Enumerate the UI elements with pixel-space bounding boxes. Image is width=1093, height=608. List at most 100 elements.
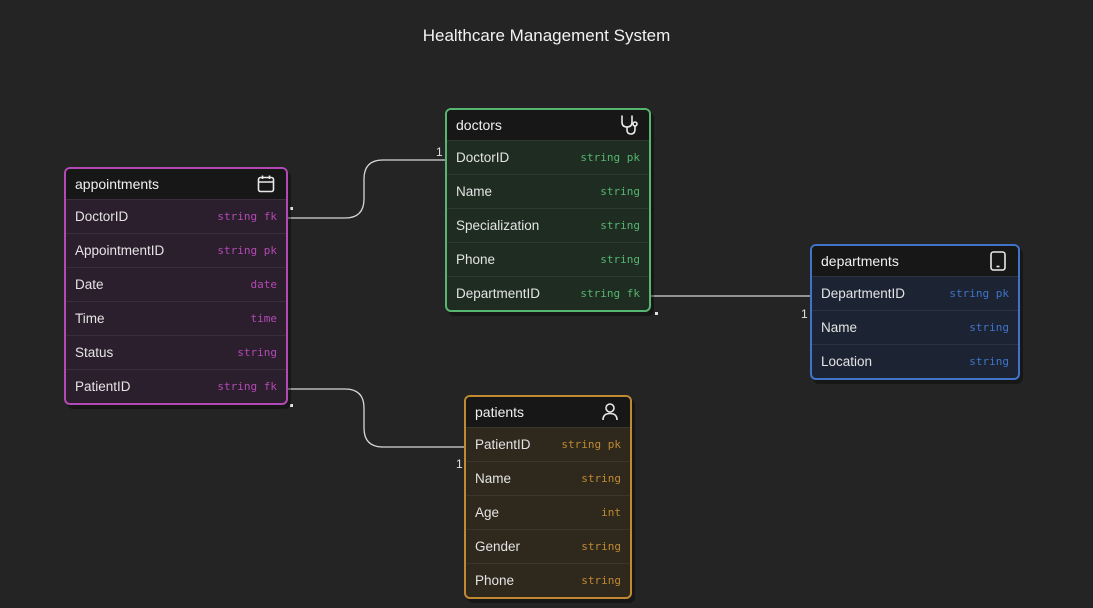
field-row-appointmentid[interactable]: AppointmentID string pk — [66, 233, 286, 267]
field-row-phone[interactable]: Phone string — [466, 563, 630, 597]
field-type: string — [581, 472, 621, 485]
field-name: Status — [75, 345, 114, 360]
field-type-name: time — [250, 312, 278, 325]
field-type-name: string — [217, 210, 258, 223]
many-marker-doctors-departments — [655, 312, 658, 315]
calendar-icon — [255, 173, 277, 195]
entity-name: appointments — [75, 176, 160, 192]
field-row-location[interactable]: Location string — [812, 344, 1018, 378]
field-name: Location — [821, 354, 873, 369]
field-name: Time — [75, 311, 105, 326]
field-type: string — [600, 185, 640, 198]
field-type-name: date — [250, 278, 278, 291]
field-key: pk — [263, 244, 277, 257]
field-key: fk — [626, 287, 640, 300]
field-key: pk — [995, 287, 1009, 300]
field-type: string — [969, 321, 1009, 334]
stethoscope-icon — [618, 114, 640, 136]
field-type: string pk — [217, 244, 277, 257]
field-type: string — [600, 253, 640, 266]
field-name: DepartmentID — [456, 286, 541, 301]
field-key: fk — [263, 380, 277, 393]
field-type: string — [237, 346, 277, 359]
diagram-title: Healthcare Management System — [422, 26, 671, 45]
field-type-name: string — [600, 253, 640, 266]
field-type: string pk — [580, 151, 640, 164]
field-type-name: string — [217, 380, 258, 393]
field-type-name: string — [580, 151, 621, 164]
field-type-name: string — [581, 540, 621, 553]
field-name: Phone — [456, 252, 496, 267]
field-row-departmentid[interactable]: DepartmentID string fk — [447, 276, 649, 310]
field-row-phone[interactable]: Phone string — [447, 242, 649, 276]
field-type: string — [581, 540, 621, 553]
field-type: string fk — [217, 210, 277, 223]
field-type: string — [581, 574, 621, 587]
field-key: pk — [626, 151, 640, 164]
entity-name: departments — [821, 253, 899, 269]
field-row-time[interactable]: Time time — [66, 301, 286, 335]
field-name: DepartmentID — [821, 286, 906, 301]
field-type: string fk — [217, 380, 277, 393]
field-name: Phone — [475, 573, 515, 588]
field-name: Date — [75, 277, 104, 292]
field-type-name: string — [581, 472, 621, 485]
field-row-doctorid[interactable]: DoctorID string pk — [447, 140, 649, 174]
connector-appointments-patients — [282, 388, 467, 448]
field-row-departmentid[interactable]: DepartmentID string pk — [812, 276, 1018, 310]
field-name: DoctorID — [75, 209, 129, 224]
field-name: DoctorID — [456, 150, 510, 165]
field-type-name: string — [600, 185, 640, 198]
field-type-name: string — [580, 287, 621, 300]
entity-name: doctors — [456, 117, 502, 133]
many-marker-appointments-doctors — [290, 207, 293, 210]
field-key: fk — [263, 210, 277, 223]
field-row-status[interactable]: Status string — [66, 335, 286, 369]
field-name: AppointmentID — [75, 243, 165, 258]
field-type-name: string — [600, 219, 640, 232]
entity-header: departments — [812, 246, 1018, 276]
field-row-gender[interactable]: Gender string — [466, 529, 630, 563]
field-name: Name — [475, 471, 512, 486]
field-row-name[interactable]: Name string — [812, 310, 1018, 344]
entity-name: patients — [475, 404, 525, 420]
field-type-name: int — [601, 506, 621, 519]
field-type-name: string — [969, 355, 1009, 368]
entity-header: doctors — [447, 110, 649, 140]
field-row-specialization[interactable]: Specialization string — [447, 208, 649, 242]
field-type-name: string — [561, 438, 602, 451]
field-type-name: string — [237, 346, 277, 359]
field-type: string pk — [561, 438, 621, 451]
field-name: Name — [821, 320, 858, 335]
field-type-name: string — [949, 287, 990, 300]
field-type-name: string — [969, 321, 1009, 334]
connector-appointments-doctors — [282, 159, 448, 219]
entity-header: appointments — [66, 169, 286, 199]
many-marker-appointments-patients — [290, 404, 293, 407]
field-name: Gender — [475, 539, 521, 554]
field-type-name: string — [217, 244, 258, 257]
field-row-name[interactable]: Name string — [466, 461, 630, 495]
field-type: time — [251, 312, 278, 325]
entity-header: patients — [466, 397, 630, 427]
field-type: string — [969, 355, 1009, 368]
field-name: Specialization — [456, 218, 540, 233]
field-type: int — [601, 506, 621, 519]
field-row-doctorid[interactable]: DoctorID string fk — [66, 199, 286, 233]
field-row-date[interactable]: Date date — [66, 267, 286, 301]
cardinality-one-doctors: 1 — [436, 145, 443, 159]
field-name: Age — [475, 505, 500, 520]
field-type: string fk — [580, 287, 640, 300]
field-type-name: string — [581, 574, 621, 587]
field-row-age[interactable]: Age int — [466, 495, 630, 529]
